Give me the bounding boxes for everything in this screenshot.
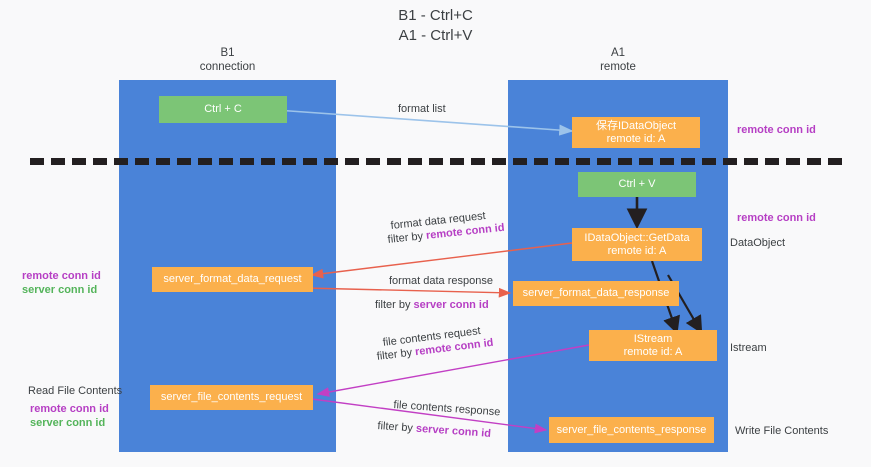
edge-label-format-data-response: format data response: [389, 275, 493, 287]
note-left-server-conn-id-bottom: server conn id: [30, 417, 106, 429]
box-idataobject[interactable]: 保存IDataObject remote id: A: [572, 117, 700, 148]
box-istream-line1: IStream: [633, 332, 673, 345]
edge-label-file-contents-response: file contents response: [393, 398, 501, 419]
title-line-2: A1 - Ctrl+V: [398, 27, 473, 44]
box-getdata-line1: IDataObject::GetData: [584, 231, 690, 244]
note-remote-conn-id-top: remote conn id: [737, 124, 816, 136]
box-server-file-contents-response[interactable]: server_file_contents_response: [549, 417, 714, 443]
column-header-a1-sub: remote: [600, 61, 636, 73]
column-header-b1-sub: connection: [199, 61, 256, 73]
box-server-file-contents-request[interactable]: server_file_contents_request: [150, 385, 313, 410]
section-divider: [30, 158, 842, 165]
box-server-format-data-request-label: server_format_data_request: [163, 273, 302, 285]
note-write-file-contents: Write File Contents: [735, 425, 829, 437]
box-idataobject-line2: remote id: A: [606, 132, 666, 145]
box-server-format-data-request[interactable]: server_format_data_request: [152, 267, 313, 292]
filter-prefix: filter by: [387, 229, 427, 246]
box-istream[interactable]: IStream remote id: A: [589, 330, 717, 361]
page-title: B1 - Ctrl+C A1 - Ctrl+V: [0, 6, 871, 46]
note-read-file-contents: Read File Contents: [28, 385, 123, 397]
column-header-b1: B1 connection: [119, 46, 336, 74]
edge-label-format-data-response-filter: filter by server conn id: [375, 298, 489, 312]
note-left-remote-conn-id-mid: remote conn id: [22, 270, 101, 282]
edge-label-format-list: format list: [398, 103, 446, 115]
box-server-file-contents-response-label: server_file_contents_response: [556, 423, 707, 436]
filter-prefix: filter by: [376, 346, 416, 363]
filter-key-server-conn-id: server conn id: [415, 422, 492, 440]
column-header-a1-name: A1: [610, 47, 626, 59]
box-ctrl-v[interactable]: Ctrl + V: [578, 172, 696, 197]
box-server-format-data-response[interactable]: server_format_data_response: [513, 281, 679, 306]
note-dataobject: DataObject: [730, 237, 786, 249]
note-left-server-conn-id-mid: server conn id: [22, 284, 98, 296]
filter-prefix: filter by: [375, 299, 414, 311]
box-istream-line2: remote id: A: [623, 345, 683, 358]
edge-label-file-contents-response-filter: filter by server conn id: [377, 419, 491, 441]
box-ctrl-v-label: Ctrl + V: [618, 178, 656, 190]
box-server-file-contents-request-label: server_file_contents_request: [160, 391, 303, 403]
box-getdata-line2: remote id: A: [607, 244, 667, 257]
column-header-b1-name: B1: [220, 47, 235, 59]
note-remote-conn-id-mid: remote conn id: [737, 212, 816, 224]
column-header-a1: A1 remote: [508, 46, 728, 74]
title-line-1: B1 - Ctrl+C: [398, 7, 473, 24]
box-ctrl-c-label: Ctrl + C: [204, 103, 242, 115]
box-server-format-data-response-label: server_format_data_response: [522, 287, 670, 299]
box-idataobject-line1: 保存IDataObject: [595, 119, 677, 132]
note-left-remote-conn-id-bottom: remote conn id: [30, 403, 109, 415]
box-ctrl-c[interactable]: Ctrl + C: [159, 96, 287, 123]
note-istream: Istream: [730, 342, 767, 354]
filter-key-server-conn-id: server conn id: [413, 299, 489, 311]
filter-prefix: filter by: [377, 419, 417, 435]
box-idataobject-getdata[interactable]: IDataObject::GetData remote id: A: [572, 228, 702, 261]
